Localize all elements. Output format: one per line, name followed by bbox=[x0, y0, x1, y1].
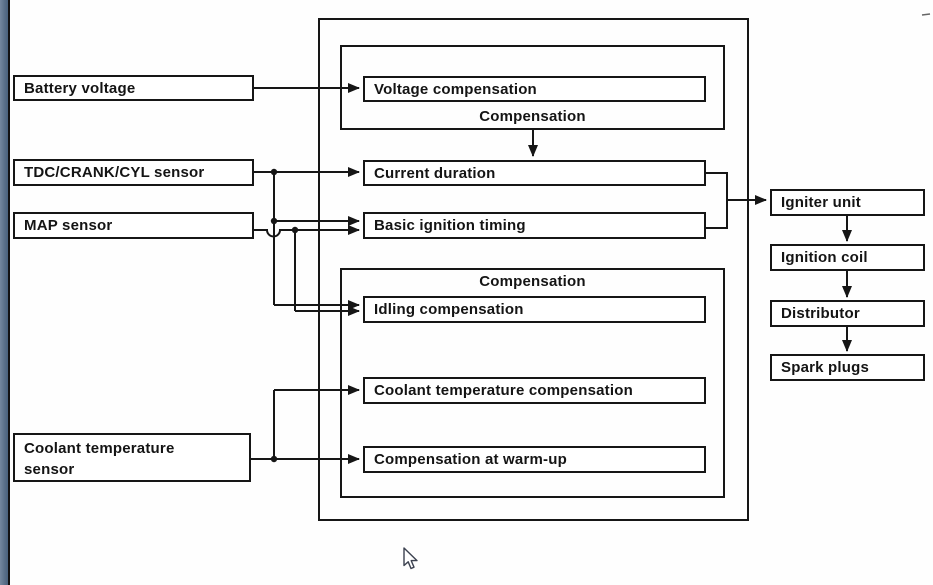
group-label-compensation-top: Compensation bbox=[479, 108, 586, 125]
input-box-coolant-temperature-sensor: Coolant temperature sensor bbox=[13, 433, 251, 482]
group-box-compensation-bottom bbox=[340, 268, 725, 498]
block-current-duration: Current duration bbox=[363, 160, 706, 186]
window-edge-divider bbox=[8, 0, 10, 585]
block-idling-compensation: Idling compensation bbox=[363, 296, 706, 323]
input-box-tdc-crank-cyl-sensor: TDC/CRANK/CYL sensor bbox=[13, 159, 254, 186]
input-box-battery-voltage: Battery voltage bbox=[13, 75, 254, 101]
block-voltage-compensation: Voltage compensation bbox=[363, 76, 706, 102]
input-box-map-sensor: MAP sensor bbox=[13, 212, 254, 239]
window-edge-strip bbox=[0, 0, 8, 585]
ecu-outer-box bbox=[318, 18, 749, 521]
mouse-cursor bbox=[403, 547, 418, 570]
output-box-spark-plugs: Spark plugs bbox=[770, 354, 925, 381]
scan-artifact-dash bbox=[921, 13, 931, 16]
output-box-ignition-coil: Ignition coil bbox=[770, 244, 925, 271]
output-box-igniter-unit: Igniter unit bbox=[770, 189, 925, 216]
block-basic-ignition-timing: Basic ignition timing bbox=[363, 212, 706, 239]
output-box-distributor: Distributor bbox=[770, 300, 925, 327]
group-label-compensation-bottom: Compensation bbox=[479, 273, 586, 290]
block-coolant-temperature-compensation: Coolant temperature compensation bbox=[363, 377, 706, 404]
block-compensation-at-warm-up: Compensation at warm-up bbox=[363, 446, 706, 473]
